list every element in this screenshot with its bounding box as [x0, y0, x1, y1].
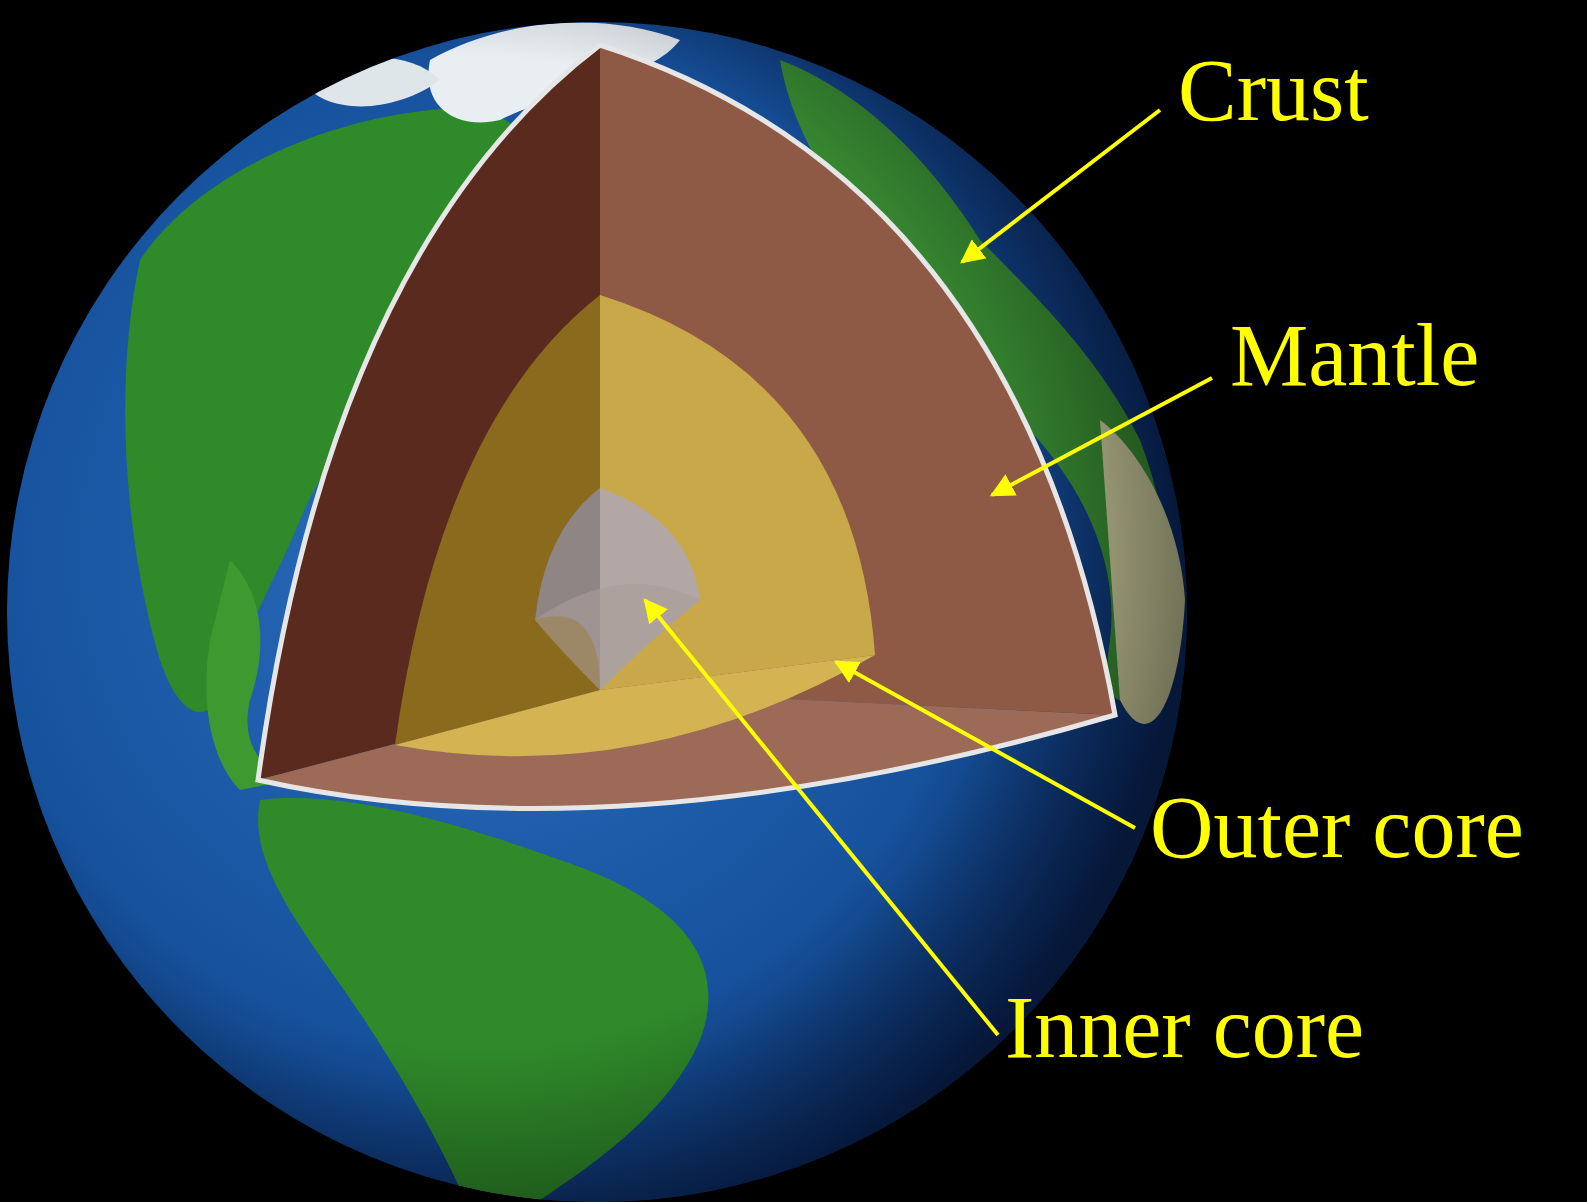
leader-arrows [645, 110, 1212, 1035]
layer-label: Inner core [1005, 984, 1364, 1072]
crust-rim [258, 45, 1115, 808]
layer-label: Crust [1178, 47, 1369, 135]
cutaway-faces [258, 45, 1115, 808]
layer-label: Mantle [1230, 312, 1479, 400]
layer-label: Outer core [1150, 784, 1524, 872]
